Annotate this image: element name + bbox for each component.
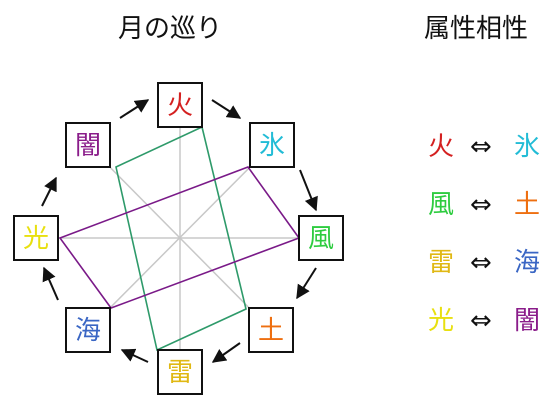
element-box-ice: 氷 — [249, 122, 295, 168]
affinity-left: 風 — [428, 190, 455, 220]
cycle-arrow — [296, 267, 317, 300]
affinity-left: 火 — [428, 132, 455, 162]
element-box-light: 光 — [13, 215, 59, 261]
element-box-frame — [249, 122, 295, 168]
affinity-right: 海 — [514, 248, 541, 278]
affinity-right: 闇 — [514, 306, 541, 336]
cycle-arrow — [120, 348, 149, 363]
element-box-frame — [157, 349, 203, 395]
cycle-arrow — [119, 99, 150, 119]
element-box-frame — [248, 307, 294, 353]
element-box-wind: 風 — [298, 215, 344, 261]
affinity-pair: 雷 ⇔ 海 — [428, 246, 548, 304]
affinity-right: 土 — [514, 190, 541, 220]
element-char-earth: 土 — [258, 316, 284, 346]
affinity-arrow: ⇔ — [470, 248, 492, 278]
element-char-ice: 氷 — [259, 131, 285, 161]
affinity-pair: 火 ⇔ 氷 — [428, 130, 548, 188]
affinity-left: 雷 — [428, 248, 455, 278]
element-box-frame — [65, 122, 111, 168]
affinity-title: 属性相性 — [424, 14, 529, 44]
element-box-fire: 火 — [157, 82, 203, 128]
element-char-thunder: 雷 — [167, 358, 193, 388]
element-box-earth: 土 — [248, 307, 294, 353]
affinity-left: 光 — [428, 306, 455, 336]
element-char-fire: 火 — [167, 91, 193, 121]
element-char-light: 光 — [23, 224, 49, 254]
element-box-sea: 海 — [65, 307, 111, 353]
element-box-frame — [13, 215, 59, 261]
element-box-frame — [157, 82, 203, 128]
cycle-arrows — [41, 99, 318, 363]
element-box-dark: 闇 — [65, 122, 111, 168]
cycle-arrow — [211, 342, 241, 363]
affinity-arrow: ⇔ — [470, 132, 492, 162]
affinity-right: 氷 — [514, 132, 541, 162]
element-char-dark: 闇 — [75, 131, 101, 161]
element-char-sea: 海 — [75, 316, 101, 346]
affinity-arrow: ⇔ — [470, 306, 492, 336]
element-box-frame — [65, 307, 111, 353]
cycle-arrow — [41, 176, 57, 207]
affinity-pair: 風 ⇔ 土 — [428, 188, 548, 246]
element-char-wind: 風 — [308, 224, 334, 254]
affinity-arrow: ⇔ — [470, 190, 492, 220]
green-rectangle — [115, 125, 247, 352]
cycle-arrow — [42, 266, 59, 301]
affinity-pair: 光 ⇔ 闇 — [428, 304, 548, 362]
cycle-title: 月の巡り — [118, 14, 223, 44]
affinity-list: 火 ⇔ 氷風 ⇔ 土雷 ⇔ 海光 ⇔ 闇 — [428, 130, 548, 362]
element-box-thunder: 雷 — [157, 349, 203, 395]
cycle-arrow — [211, 99, 242, 119]
cycle-arrow — [299, 169, 318, 212]
element-box-frame — [298, 215, 344, 261]
